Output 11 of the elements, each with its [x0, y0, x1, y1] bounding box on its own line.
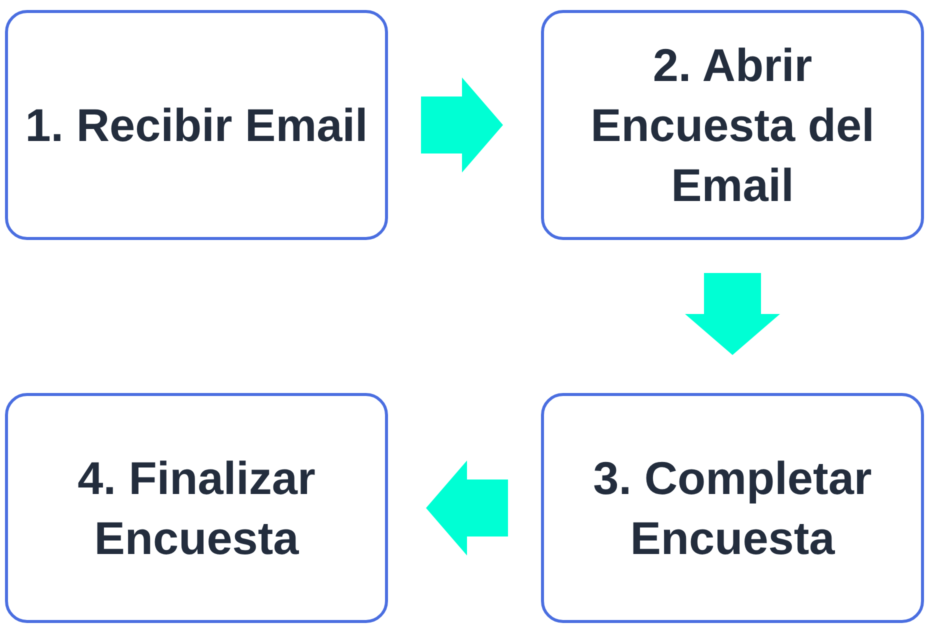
step-label: 2. Abrir Encuesta del Email: [590, 38, 876, 213]
process-box: [541, 10, 924, 240]
arrow: [421, 78, 503, 172]
process-box: [541, 393, 924, 623]
step-label: 4. Finalizar Encuesta: [76, 451, 316, 566]
arrow: [685, 273, 780, 355]
process-box: [5, 10, 388, 240]
process-box: [5, 393, 388, 623]
step-label: 1. Recibir Email: [25, 98, 368, 153]
step-label: 3. Completar Encuesta: [592, 451, 873, 566]
arrow: [426, 460, 508, 556]
